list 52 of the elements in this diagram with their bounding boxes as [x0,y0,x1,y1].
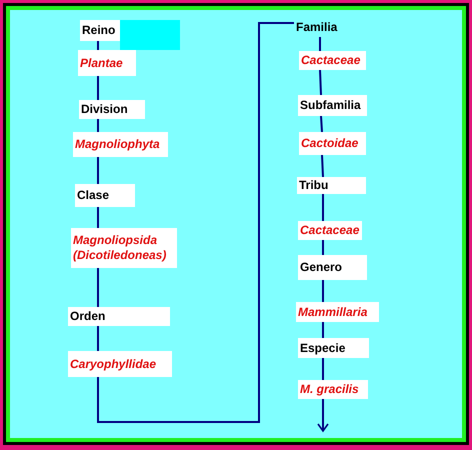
label-box [80,20,120,41]
arrow [317,399,329,432]
label-box [79,100,145,119]
rank-label: Familia [296,20,338,35]
connector-line [320,116,323,132]
rank-label: Orden [70,309,106,324]
connector-line [322,280,324,302]
rank-label: Clase [77,188,110,203]
taxon-name: Plantae [80,56,123,70]
connector-line [319,37,321,51]
connector-line [322,358,324,380]
label-box [75,184,135,207]
connector-line [97,41,99,50]
connector-line [321,154,324,178]
taxon-name: Cactaceae [300,223,360,238]
label-box [299,132,366,155]
label-box [298,380,368,399]
label-box [73,132,168,157]
connector-line [97,326,99,351]
taxon-name: Mammillaria [298,304,368,320]
label-box [298,255,367,280]
connector-line [319,70,322,96]
connector-line [97,207,99,228]
label-box [71,228,177,268]
rank-label: Reino [82,23,116,38]
connector-line [97,76,99,100]
label-box [297,177,366,194]
taxon-name: Magnoliopsida (Dicotiledoneas) [73,233,168,263]
taxon-name: Cactaceae [301,53,360,68]
connector-line [97,268,99,307]
taxon-name: Magnoliophyta [75,137,160,152]
connector-line [322,322,324,338]
label-box [296,302,379,322]
label-box [298,338,369,358]
connector-line [97,157,99,184]
connector-line [97,119,99,132]
taxon-name: Cactoidae [301,136,358,151]
rank-label: Division [81,102,128,117]
taxon-name: Caryophyllidae [70,356,156,372]
label-box [68,351,172,377]
label-box [68,307,170,326]
connector-line [322,240,324,255]
connector-line [322,194,324,221]
taxon-name: M. gracilis [300,382,359,397]
connector-line [97,22,294,423]
rank-label: Genero [300,260,342,275]
label-box [78,50,136,76]
label-box [299,51,366,70]
rank-label: Tribu [299,178,328,193]
rank-label: Subfamilia [300,98,361,113]
label-box [298,95,367,116]
rank-label: Especie [300,340,346,356]
